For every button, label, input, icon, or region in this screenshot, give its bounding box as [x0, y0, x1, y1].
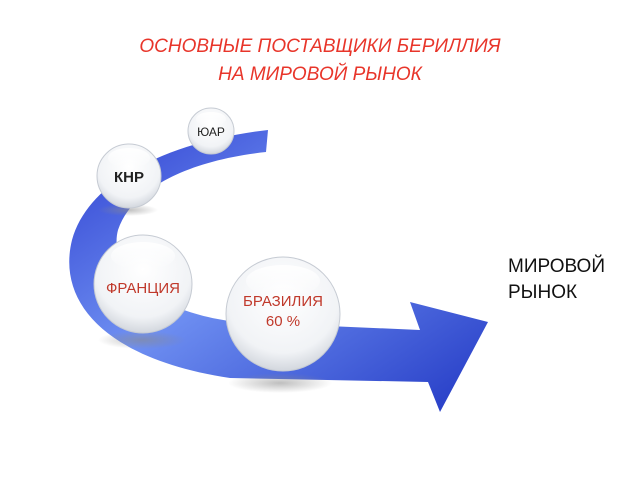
supplier-share: 60 % [266, 313, 300, 330]
diagram-title-line-2: НА МИРОВОЙ РЫНОК [218, 64, 422, 85]
target-label: МИРОВОЙ РЫНОК [508, 254, 605, 306]
supplier-bubble-brazil: БРАЗИЛИЯ 60 % [225, 256, 341, 372]
supplier-name: ФРАНЦИЯ [106, 280, 180, 297]
supplier-bubble-yuar: ЮАР [187, 107, 235, 155]
bubble-shadow [98, 204, 158, 216]
supplier-bubble-knr: КНР [96, 143, 162, 209]
supplier-name: ЮАР [197, 125, 225, 139]
target-label-line-1: МИРОВОЙ [508, 256, 605, 277]
bubble-shadow [98, 331, 186, 349]
supplier-bubble-france: ФРАНЦИЯ [93, 234, 193, 334]
bubble-shadow [228, 373, 332, 393]
diagram-title-line-1: ОСНОВНЫЕ ПОСТАВЩИКИ БЕРИЛЛИЯ [139, 36, 501, 57]
target-label-line-2: РЫНОК [508, 282, 578, 303]
supplier-name: БРАЗИЛИЯ [243, 293, 323, 310]
supplier-name: КНР [114, 169, 144, 186]
